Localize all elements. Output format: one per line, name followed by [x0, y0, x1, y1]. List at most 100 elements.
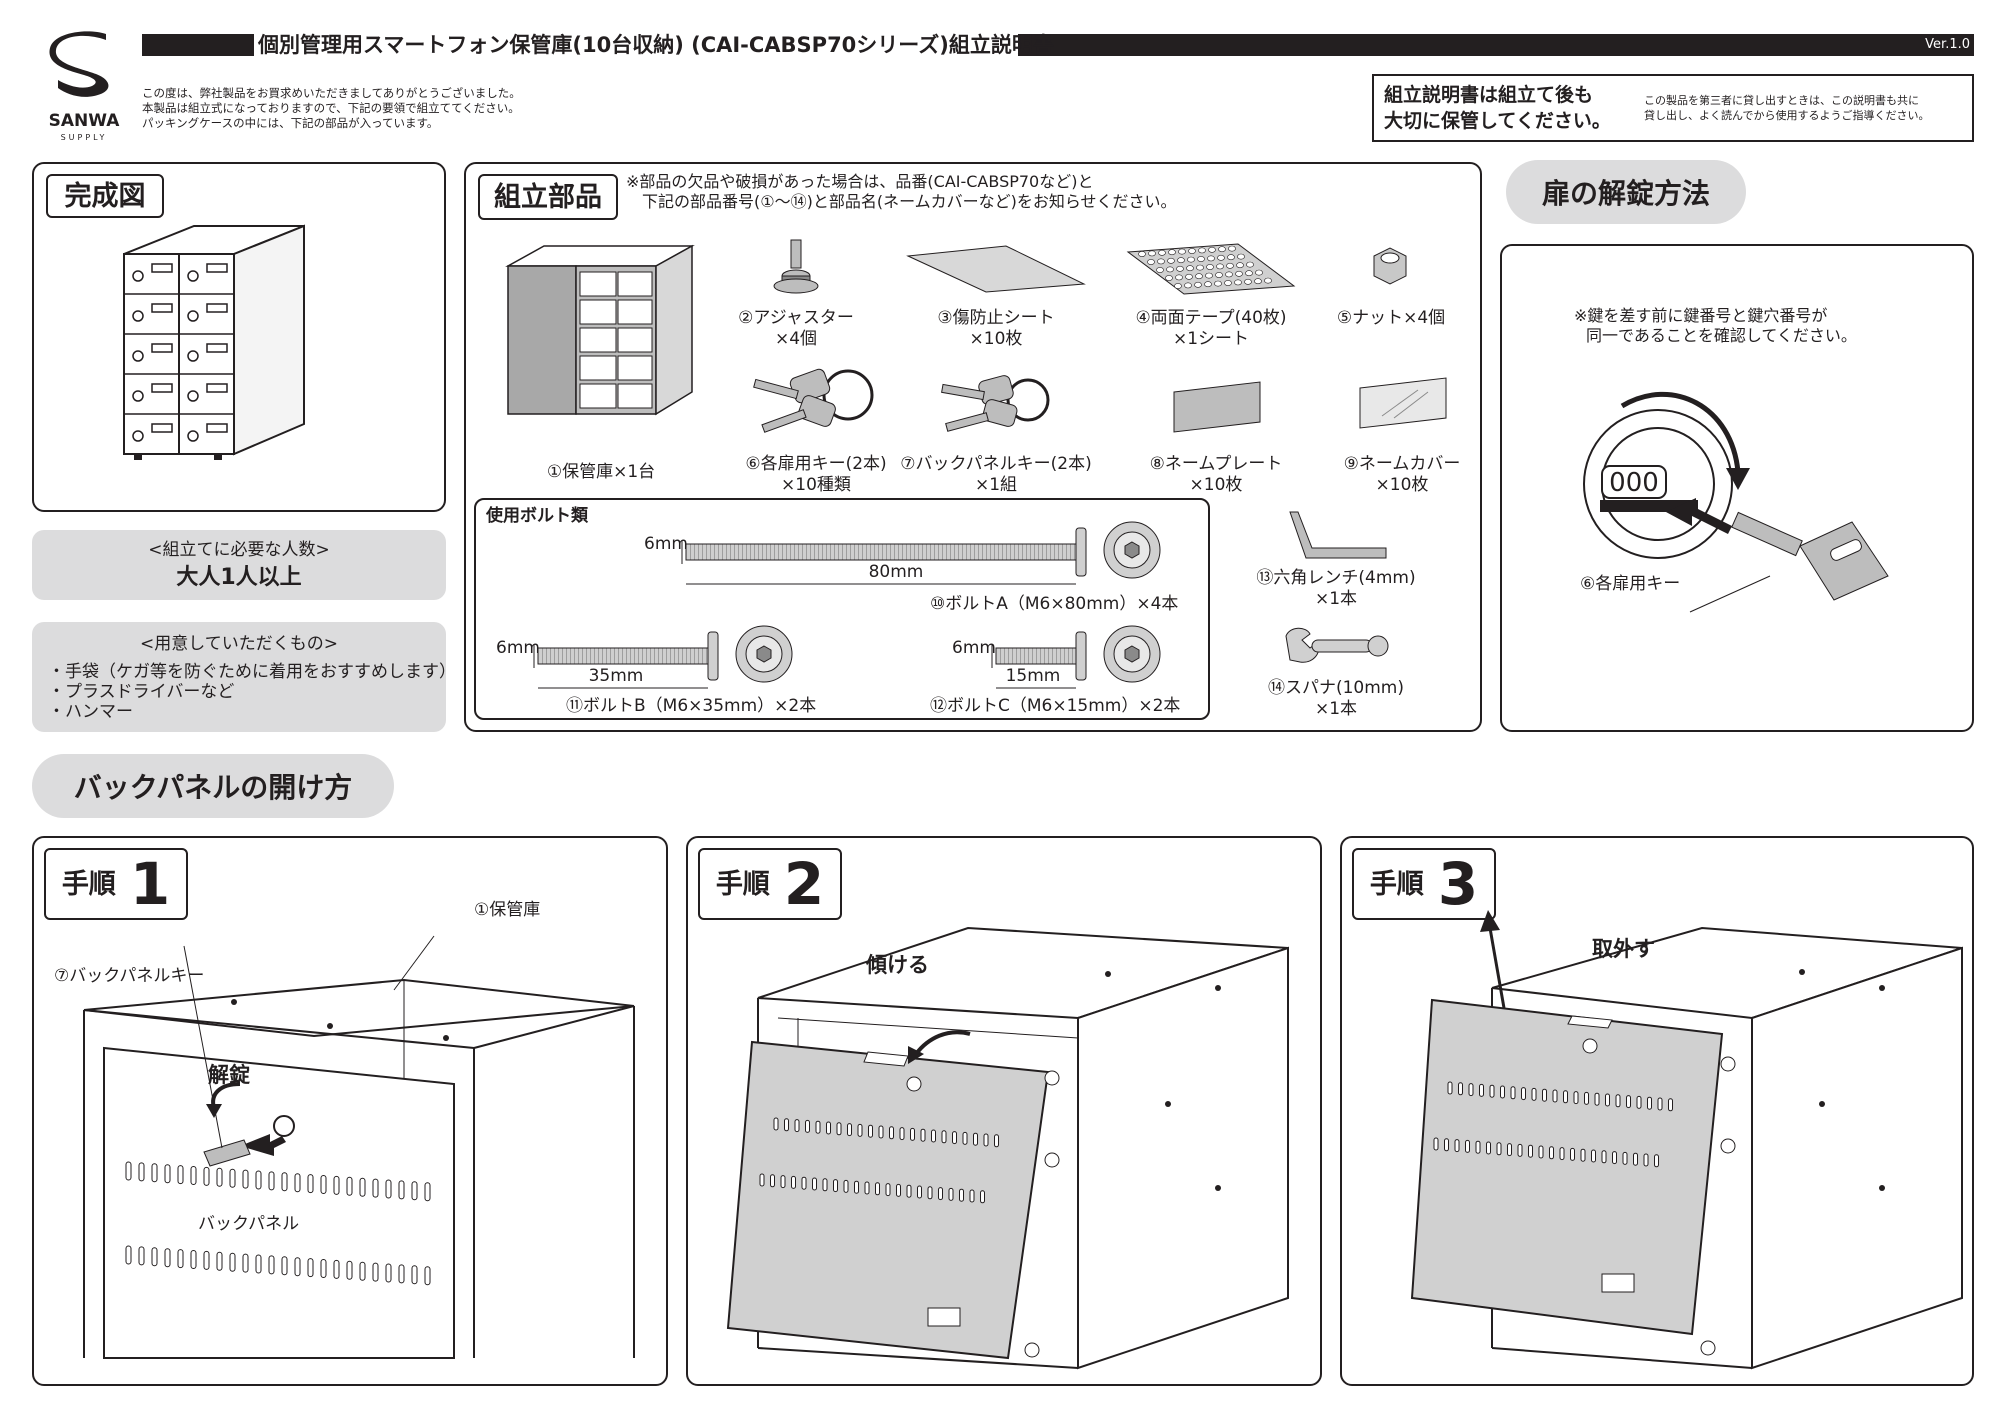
tape-piece — [1264, 277, 1272, 284]
vent-slot — [1538, 1145, 1544, 1159]
tape-piece — [1246, 261, 1254, 268]
intro-line: 本製品は組立式になっておりますので、下記の要領で組立ててください。 — [142, 101, 520, 115]
vent-slot — [268, 1171, 275, 1191]
vent-slot — [791, 1175, 796, 1189]
part-protective-sheet-icon — [906, 245, 1086, 293]
vent-slot — [1591, 1149, 1596, 1163]
tape-piece — [1228, 245, 1236, 252]
note-line: 貸し出し、よく読んでから使用するようご指導ください。 — [1644, 109, 1930, 122]
vent-slot — [794, 1119, 800, 1133]
vent-slot — [1636, 1095, 1642, 1109]
bolts-subpanel: 使用ボルト類 6mm 80mm ⑩ボルトA（M6×80mm）×4本 6mm — [474, 498, 1210, 720]
unlock-panel: ※鍵を差す前に鍵番号と鍵穴番号が 同一であることを確認してください。 000 ⑥… — [1500, 244, 1974, 732]
step-1-tab: 手順 1 — [44, 848, 188, 920]
vent-slot — [255, 1170, 262, 1190]
part-back-panel-key-icon — [941, 375, 1050, 432]
vent-slot — [952, 1131, 957, 1145]
bolt-b-drawing — [533, 631, 719, 689]
step-1-panel: 手順 1 ①保管庫 ⑦バックパネルキー 解錠 バックパネル — [32, 836, 668, 1386]
prepare-item: ・手袋（ケガ等を防ぐために着用をおすすめします） — [48, 662, 456, 682]
tape-piece — [1194, 281, 1202, 288]
part-nut-icon — [1373, 247, 1407, 285]
vent-slot — [203, 1166, 210, 1186]
vent-slot — [307, 1258, 314, 1278]
part-tape-icon — [1126, 243, 1296, 295]
vent-slot — [1489, 1084, 1495, 1098]
vent-slot — [1626, 1095, 1631, 1109]
vent-slot — [920, 1128, 926, 1142]
bolt-a-drawing — [681, 527, 1087, 585]
tape-piece — [1226, 262, 1234, 269]
vent-slot — [826, 1121, 831, 1135]
parts-panel: 組立部品 ※部品の欠品や破損があった場合は、品番(CAI-CABSP70など)と… — [464, 162, 1482, 732]
vent-slot — [424, 1266, 431, 1286]
vent-slot — [411, 1265, 418, 1285]
vent-slot — [346, 1176, 353, 1196]
tape-piece — [1204, 281, 1212, 288]
vent-slot — [1500, 1085, 1505, 1099]
part-cabinet-label: ①保管庫×1台 — [546, 462, 656, 482]
vent-slot — [836, 1122, 842, 1136]
vent-slot — [1615, 1094, 1621, 1108]
tape-piece — [1188, 248, 1196, 254]
vent-slot — [1552, 1089, 1558, 1103]
vent-slot — [1643, 1153, 1649, 1167]
vent-slot — [359, 1261, 366, 1281]
step-number: 1 — [129, 850, 171, 918]
note-line: この製品を第三者に貸し出すときは、この説明書も共に — [1644, 94, 1919, 107]
part-name-cover-icon — [1359, 377, 1447, 429]
vent-slot — [969, 1189, 975, 1203]
unlock-note: ※鍵を差す前に鍵番号と鍵穴番号が 同一であることを確認してください。 — [1574, 306, 1857, 346]
vent-slot — [973, 1132, 978, 1146]
vent-slot — [994, 1134, 999, 1148]
tape-piece — [1176, 265, 1184, 272]
people-heading: <組立てに必要な人数> — [148, 540, 330, 560]
part-nut-label: ⑤ナット×4個 — [1336, 308, 1446, 328]
part-qty: ×1本 — [1314, 699, 1358, 719]
vent-slot — [1496, 1142, 1502, 1156]
version-label: Ver.1.0 — [1925, 37, 1970, 52]
tape-piece — [1196, 264, 1204, 271]
document-title: 個別管理用スマートフォン保管庫(10台収納) (CAI-CABSP70シリーズ)… — [258, 33, 1054, 57]
vent-slot — [125, 1245, 132, 1265]
vent-slot — [164, 1164, 171, 1184]
step-number: 2 — [783, 850, 825, 918]
part-qty: ×10種類 — [781, 475, 851, 495]
tape-piece — [1187, 256, 1195, 263]
vent-slot — [780, 1175, 786, 1189]
part-qty: ×4個 — [774, 329, 818, 349]
vent-slot — [812, 1177, 817, 1191]
step-1-key-label: ⑦バックパネルキー — [54, 966, 205, 986]
vent-slot — [962, 1131, 968, 1145]
vent-slot — [1531, 1087, 1537, 1101]
vent-slot — [1573, 1091, 1579, 1105]
vent-slot — [398, 1180, 405, 1200]
tape-piece — [1216, 263, 1224, 270]
step-2-tab: 手順 2 — [698, 848, 842, 920]
tape-piece — [1255, 269, 1263, 276]
keep-line: 大切に保管してください。 — [1384, 110, 1611, 132]
tape-piece — [1158, 249, 1166, 256]
parts-title: 組立部品 — [478, 174, 618, 220]
vent-slot — [1549, 1146, 1554, 1160]
part-cabinet-icon — [505, 244, 695, 416]
vent-slot — [896, 1183, 901, 1197]
keep-manual-text: 組立説明書は組立て後も 大切に保管してください。 — [1384, 82, 1611, 134]
vent-slot — [1654, 1154, 1659, 1168]
vent-slot — [320, 1175, 327, 1194]
vent-slot — [1580, 1148, 1586, 1162]
vent-slot — [878, 1125, 884, 1139]
bolt-a-head-icon — [1103, 521, 1161, 579]
tape-piece — [1175, 274, 1183, 281]
part-qty: ×10枚 — [1189, 475, 1243, 495]
completed-title: 完成図 — [46, 174, 164, 218]
vent-slot — [372, 1178, 379, 1198]
tape-piece — [1184, 282, 1192, 289]
bolt-c-drawing — [991, 631, 1087, 689]
vent-slot — [868, 1124, 873, 1138]
vent-slot — [1601, 1150, 1607, 1164]
vent-slot — [1594, 1092, 1600, 1106]
vent-slot — [346, 1260, 353, 1280]
vent-slot — [242, 1169, 249, 1189]
vent-slot — [1433, 1137, 1439, 1151]
